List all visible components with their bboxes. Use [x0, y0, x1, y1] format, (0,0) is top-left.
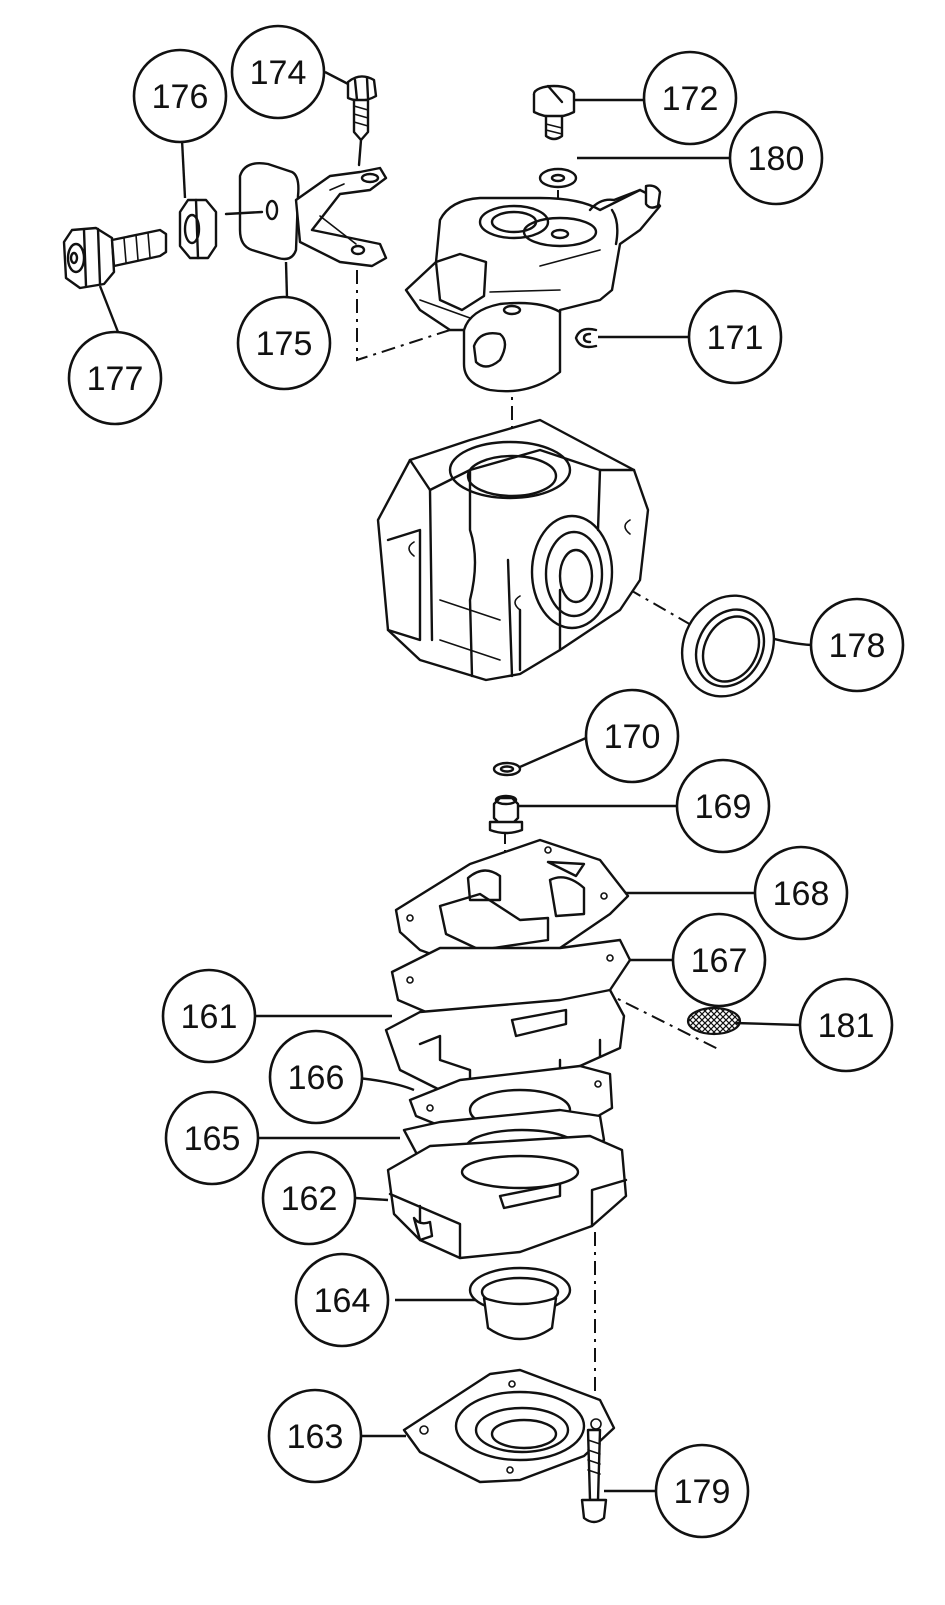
- callout-165: 165: [164, 1090, 260, 1186]
- callout-label-181: 181: [818, 1007, 875, 1045]
- hose-fitting-part-177: [62, 226, 168, 290]
- callout-178: 178: [809, 597, 905, 693]
- callout-label-163: 163: [287, 1418, 344, 1456]
- callout-163: 163: [267, 1388, 363, 1484]
- callout-label-170: 170: [604, 718, 661, 756]
- washer-part-180: [538, 167, 578, 228]
- callout-168: 168: [753, 845, 849, 941]
- callout-label-169: 169: [695, 788, 752, 826]
- callout-176: 176: [132, 48, 228, 144]
- callout-label-174: 174: [250, 54, 307, 92]
- callout-label-168: 168: [773, 875, 830, 913]
- callout-181: 181: [798, 977, 894, 1073]
- callout-179: 179: [654, 1443, 750, 1539]
- carburetor-body: [376, 418, 650, 682]
- callout-164: 164: [294, 1252, 390, 1348]
- callout-label-167: 167: [691, 942, 748, 980]
- throttle-valve-assembly: [404, 184, 662, 393]
- callout-167: 167: [671, 912, 767, 1008]
- bottom-cover-part-163: [402, 1368, 616, 1484]
- callout-170: 170: [584, 688, 680, 784]
- callout-label-172: 172: [662, 80, 719, 118]
- callout-label-161: 161: [181, 998, 238, 1036]
- cup-diaphragm-part-164: [468, 1266, 572, 1341]
- callout-162: 162: [261, 1150, 357, 1246]
- callout-label-171: 171: [707, 319, 764, 357]
- callout-label-177: 177: [87, 360, 144, 398]
- gasket-part-168: [394, 838, 630, 970]
- callout-label-166: 166: [288, 1059, 345, 1097]
- callout-180: 180: [728, 110, 824, 206]
- callout-172: 172: [642, 50, 738, 146]
- callout-label-179: 179: [674, 1473, 731, 1511]
- clip-part-171: [574, 327, 598, 349]
- callout-label-162: 162: [281, 1180, 338, 1218]
- needle-seat-part-169: [488, 794, 524, 835]
- callout-169: 169: [675, 758, 771, 854]
- callout-175: 175: [236, 295, 332, 391]
- screw-part-179: [580, 1428, 608, 1524]
- callout-label-165: 165: [184, 1120, 241, 1158]
- ring-gasket-part-178: [680, 594, 776, 698]
- callout-177: 177: [67, 330, 163, 426]
- callout-171: 171: [687, 289, 783, 385]
- lever-plate-part-175: [224, 162, 388, 268]
- metering-cover-part-162: [386, 1134, 628, 1260]
- callout-174: 174: [230, 24, 326, 120]
- callout-label-180: 180: [748, 140, 805, 178]
- o-ring-part-170: [492, 761, 522, 777]
- nut-part-176: [178, 198, 218, 260]
- callout-label-175: 175: [256, 325, 313, 363]
- callout-label-164: 164: [314, 1282, 371, 1320]
- callout-166: 166: [268, 1029, 364, 1125]
- callout-label-176: 176: [152, 78, 209, 116]
- filter-screen-part-181: [686, 1006, 742, 1036]
- screw-part-174: [346, 75, 378, 167]
- callout-label-178: 178: [829, 627, 886, 665]
- callout-161: 161: [161, 968, 257, 1064]
- adjusting-screw-part-172: [532, 84, 576, 141]
